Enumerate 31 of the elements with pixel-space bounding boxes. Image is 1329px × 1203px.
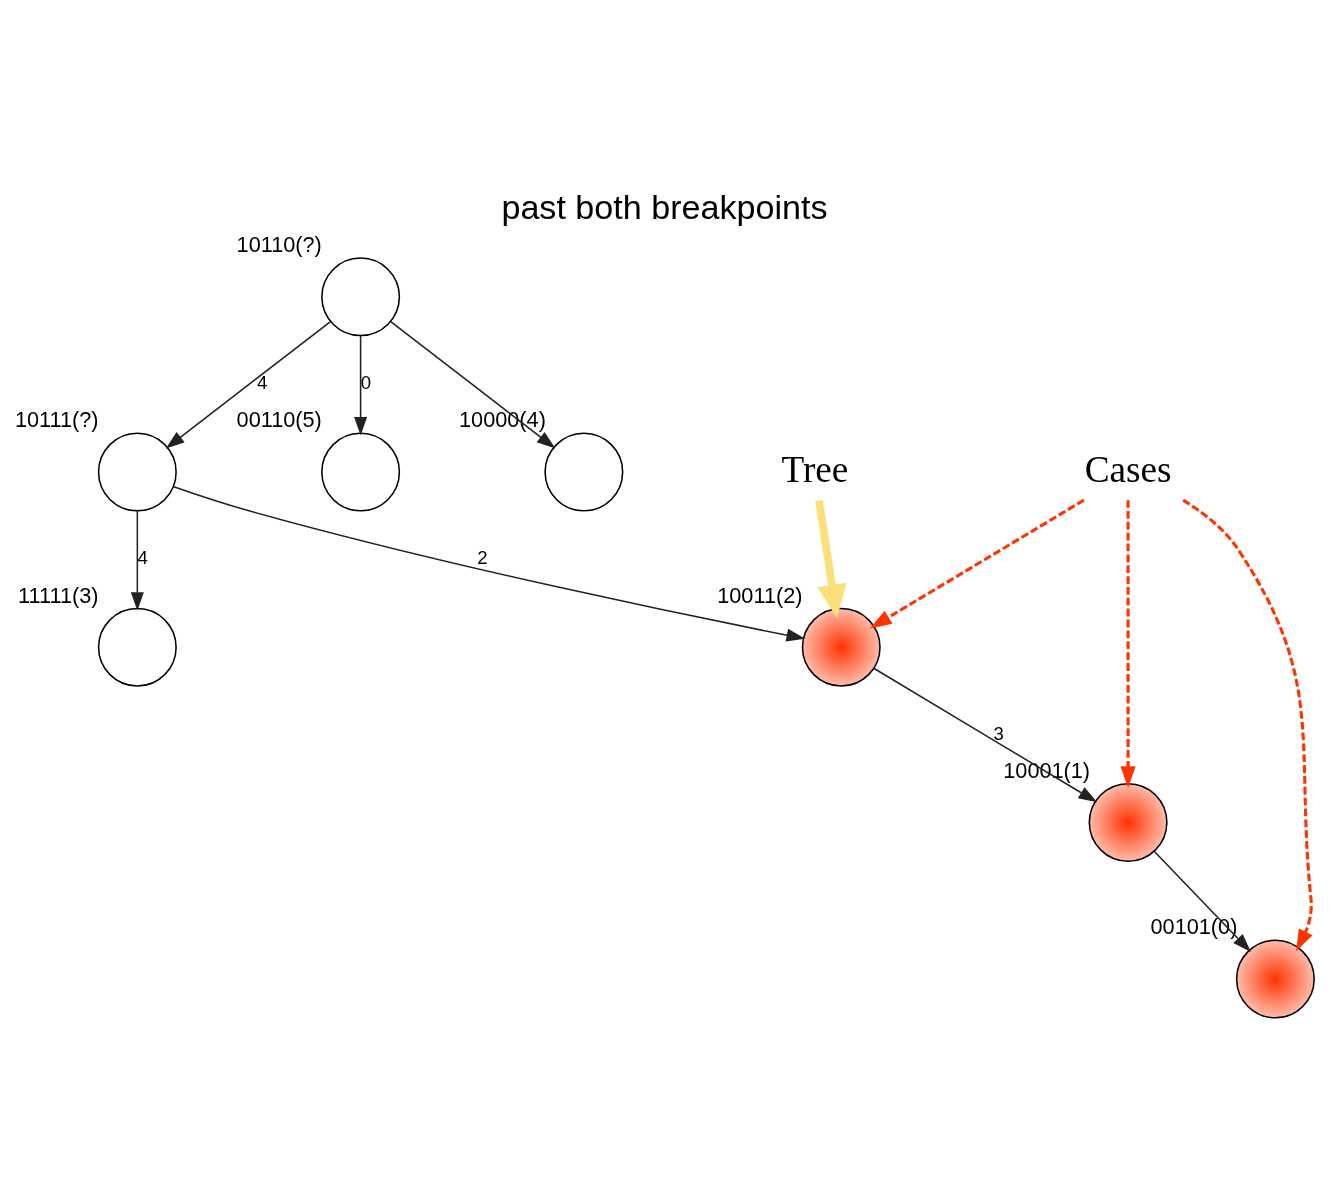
node-circle (97, 432, 177, 512)
arrow (815, 499, 847, 619)
arrow (389, 320, 556, 449)
node-circle (1088, 782, 1168, 862)
node-label: 00110(5) (236, 407, 322, 433)
edge-label: 2 (477, 547, 488, 569)
node-circle (97, 607, 177, 687)
arrow (130, 510, 144, 611)
edge-label: 4 (137, 547, 148, 569)
node-label: 10111(?) (14, 407, 99, 433)
node-circle (321, 432, 401, 512)
node-circle (1235, 939, 1315, 1019)
edge-label: 3 (993, 722, 1004, 744)
arrow (165, 320, 332, 449)
node-text: Cases (1084, 448, 1172, 490)
diagram-title: past both breakpoints (501, 187, 828, 226)
node-label: 10011(2) (717, 582, 803, 608)
node-circle (321, 257, 401, 337)
edge-label: 0 (360, 372, 372, 394)
edge-label: 4 (256, 372, 268, 394)
arrow (173, 485, 806, 642)
arrow (1120, 500, 1136, 789)
node-label: 10110(?) (236, 232, 322, 258)
arrow (873, 667, 1098, 803)
arrow (1182, 498, 1313, 952)
node-circle (801, 607, 881, 687)
node-label: 11111(3) (18, 582, 99, 608)
node-text: Tree (781, 448, 849, 490)
node-circle (544, 432, 624, 512)
arrow (869, 498, 1085, 629)
arrow (354, 334, 368, 436)
